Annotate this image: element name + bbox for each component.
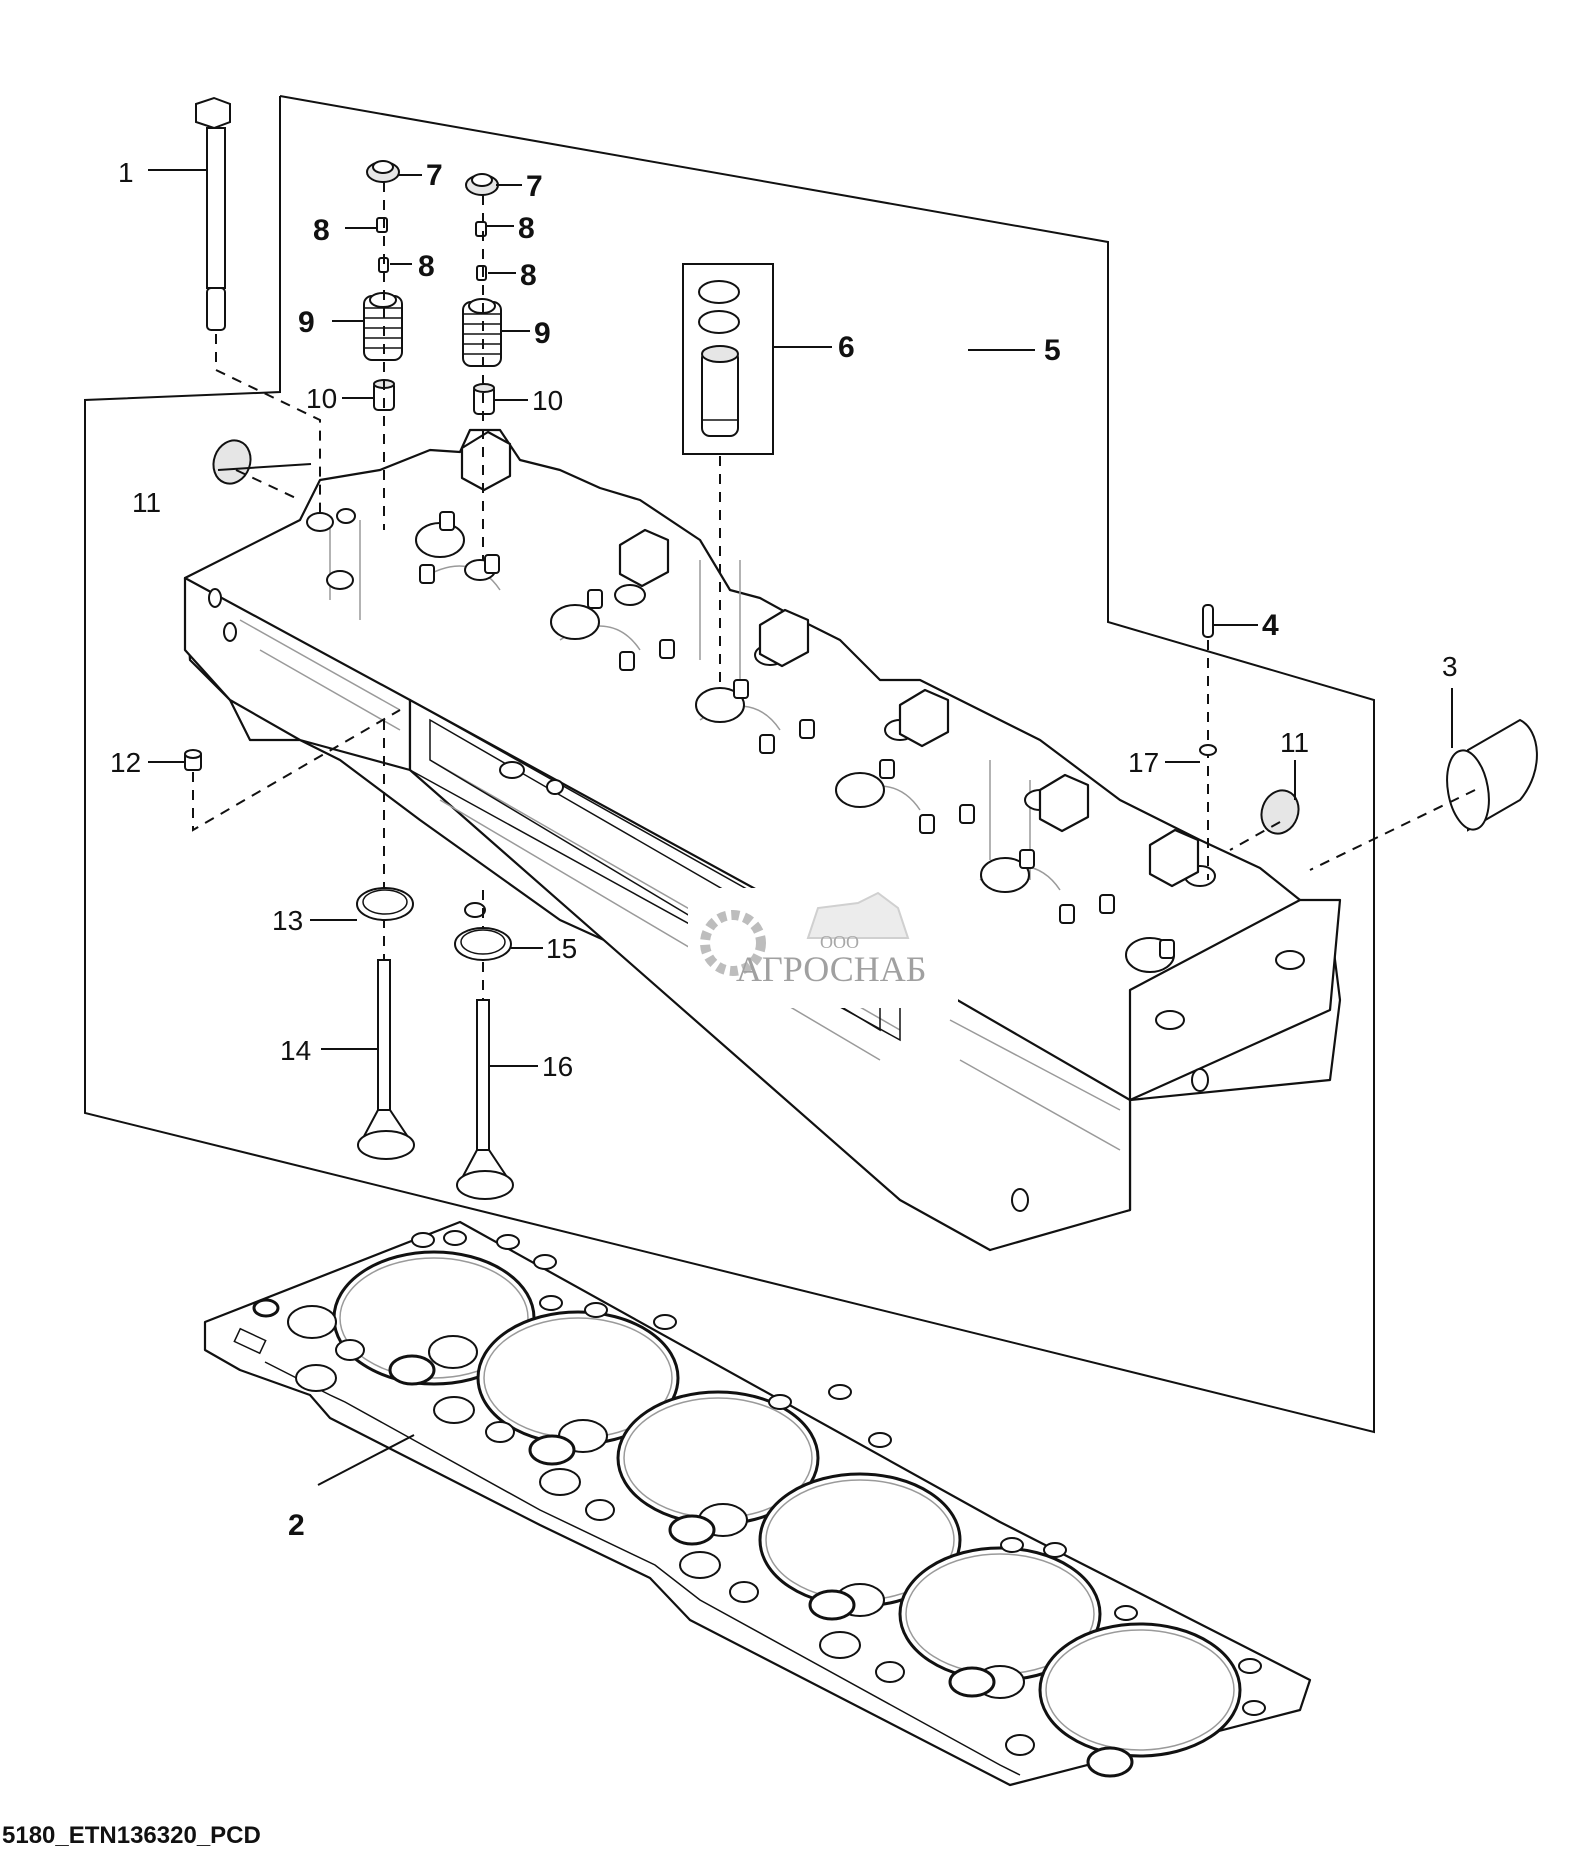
callout-11a: 11 (132, 487, 161, 518)
injector-bores (415, 522, 1175, 973)
callout-8a: 8 (313, 214, 330, 247)
part-3-cup-plug (1309, 718, 1538, 871)
part-7-retainers (366, 160, 499, 196)
part-13-15-seat-inserts (356, 887, 512, 961)
callout-10b: 10 (532, 385, 563, 416)
gasket-holes (287, 1230, 1266, 1756)
watermark-logo: ООО АГРОСНАБ (688, 888, 958, 1008)
callout-7b: 7 (526, 170, 543, 203)
part-11-expansion-plugs (212, 439, 1300, 851)
callout-7a: 7 (426, 159, 443, 192)
part-12-plug (184, 709, 401, 832)
callout-10a: 10 (306, 383, 337, 414)
watermark-prefix: ООО (820, 932, 859, 952)
callout-9a: 9 (298, 306, 315, 339)
valve-stem-tips (419, 511, 1175, 959)
callout-8c: 8 (518, 212, 535, 245)
watermark-brand: АГРОСНАБ (736, 949, 927, 989)
callout-8d: 8 (520, 259, 537, 292)
callout-5: 5 (1044, 334, 1061, 367)
callout-13: 13 (272, 905, 303, 936)
gasket-oil-ports (252, 1298, 1134, 1778)
callout-8b: 8 (418, 250, 435, 283)
combine-harvester-icon (806, 891, 910, 939)
callout-3: 3 (1442, 651, 1458, 682)
callout-1: 1 (118, 157, 134, 188)
callout-11b: 11 (1280, 727, 1309, 758)
part-4-17-dowel-oring (1199, 604, 1217, 880)
leader-lines (148, 169, 1453, 1486)
callout-labels: 1 2 3 4 5 6 7 7 8 8 8 8 9 9 10 10 11 11 … (110, 157, 1458, 1542)
part-6-injector-sleeve-kit (682, 263, 774, 690)
callout-15: 15 (546, 933, 577, 964)
part-10-stem-seals (373, 379, 495, 415)
assembly-frame (84, 95, 1375, 1434)
part-14-16-valves (357, 959, 514, 1200)
callout-6: 6 (838, 331, 855, 364)
diagram-code: 5180_ETN136320_PCD (2, 1822, 261, 1849)
callout-4: 4 (1262, 609, 1279, 642)
head-gasket (203, 1220, 1312, 1787)
part-9-springs (363, 292, 502, 367)
callout-12: 12 (110, 747, 141, 778)
head-internal-detail (239, 520, 1121, 1151)
cylinder-head (183, 428, 1342, 1252)
part-1-head-bolt (195, 96, 321, 520)
callout-14: 14 (280, 1035, 311, 1066)
callout-9b: 9 (534, 317, 551, 350)
callout-16: 16 (542, 1051, 573, 1082)
callout-2: 2 (288, 1509, 305, 1542)
rocker-pedestals (460, 430, 1200, 888)
callout-17: 17 (1128, 747, 1159, 778)
gear-icon (700, 910, 766, 976)
